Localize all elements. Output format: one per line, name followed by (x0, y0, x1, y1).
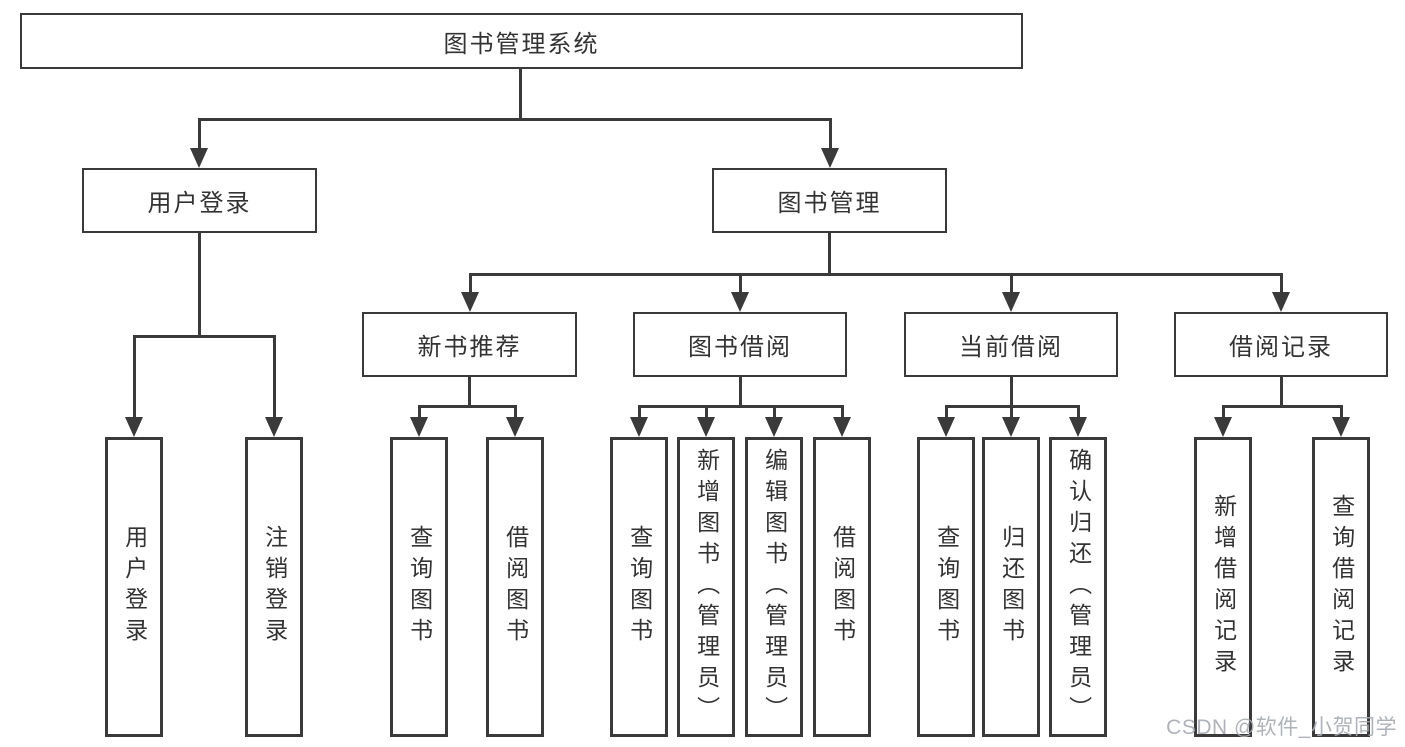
connector (198, 118, 201, 150)
connector (739, 273, 742, 293)
connector (133, 335, 276, 338)
leaf-query-borrow-record-label: 查询借阅记录 (1328, 494, 1355, 680)
node-borrow-records: 借阅记录 (1174, 312, 1388, 377)
connector (514, 405, 517, 419)
connector (638, 405, 843, 408)
arrowhead-down (410, 417, 428, 437)
connector (1280, 273, 1283, 293)
leaf-confirm-return-admin: 确认归还（管理员） (1049, 437, 1107, 737)
node-new-book-recommend: 新书推荐 (362, 312, 577, 377)
connector (1010, 273, 1013, 293)
connector (773, 405, 776, 419)
connector (828, 233, 831, 274)
node-book-management-label: 图书管理 (777, 190, 882, 217)
node-book-management: 图书管理 (712, 168, 947, 233)
arrowhead-down (506, 417, 524, 437)
arrowhead-down (937, 417, 955, 437)
connector (1222, 405, 1225, 419)
leaf-borrow-books-recommend: 借阅图书 (486, 437, 544, 737)
leaf-edit-books-admin-label: 编辑图书（管理员） (761, 447, 788, 727)
arrowhead-down (697, 417, 715, 437)
node-book-borrow: 图书借阅 (633, 312, 847, 377)
connector (198, 233, 201, 336)
connector (273, 335, 276, 417)
connector (519, 68, 522, 119)
leaf-query-books-recommend: 查询图书 (390, 437, 448, 737)
connector (1280, 377, 1283, 406)
arrowhead-down (1272, 292, 1290, 312)
leaf-query-books-borrow: 查询图书 (610, 437, 668, 737)
node-user-login-label: 用户登录 (147, 190, 252, 217)
connector (198, 118, 831, 121)
connector (469, 273, 472, 293)
leaf-confirm-return-admin-label: 确认归还（管理员） (1065, 447, 1092, 727)
arrowhead-down (833, 417, 851, 437)
connector (1222, 405, 1342, 408)
arrowhead-down (125, 417, 143, 437)
leaf-query-borrow-record: 查询借阅记录 (1312, 437, 1370, 737)
leaf-logout-login-label: 注销登录 (261, 525, 288, 649)
watermark: CSDN @软件_小贺同学 (1166, 716, 1397, 739)
connector (1340, 405, 1343, 419)
leaf-add-borrow-record: 新增借阅记录 (1194, 437, 1252, 737)
leaf-user-login-label: 用户登录 (121, 525, 148, 649)
leaf-logout-login: 注销登录 (245, 437, 303, 737)
connector (1010, 405, 1013, 419)
leaf-query-books-current: 查询图书 (917, 437, 975, 737)
arrowhead-down (1069, 417, 1087, 437)
arrowhead-down (731, 292, 749, 312)
leaf-add-borrow-record-label: 新增借阅记录 (1210, 494, 1237, 680)
arrowhead-down (1332, 417, 1350, 437)
node-root: 图书管理系统 (20, 13, 1023, 69)
leaf-borrow-books: 借阅图书 (813, 437, 871, 737)
node-root-label: 图书管理系统 (443, 30, 600, 58)
connector (418, 405, 516, 408)
node-new-book-recommend-label: 新书推荐 (417, 334, 522, 361)
connector (739, 377, 742, 406)
leaf-add-books-admin: 新增图书（管理员） (677, 437, 735, 737)
arrowhead-down (1002, 417, 1020, 437)
arrowhead-down (630, 417, 648, 437)
node-borrow-records-label: 借阅记录 (1229, 334, 1333, 361)
connector (638, 405, 641, 419)
connector (1077, 405, 1080, 419)
leaf-return-books-label: 归还图书 (998, 525, 1025, 649)
leaf-query-books-borrow-label: 查询图书 (626, 525, 653, 649)
arrowhead-down (1214, 417, 1232, 437)
node-current-borrow-label: 当前借阅 (959, 334, 1063, 361)
arrowhead-down (1002, 292, 1020, 312)
node-book-borrow-label: 图书借阅 (688, 334, 792, 361)
leaf-return-books: 归还图书 (982, 437, 1040, 737)
leaf-borrow-books-label: 借阅图书 (829, 525, 856, 649)
connector (469, 273, 1282, 276)
node-current-borrow: 当前借阅 (904, 312, 1118, 377)
leaf-edit-books-admin: 编辑图书（管理员） (745, 437, 803, 737)
leaf-query-books-current-label: 查询图书 (933, 525, 960, 649)
leaf-user-login: 用户登录 (105, 437, 163, 737)
connector (133, 335, 136, 417)
leaf-borrow-books-recommend-label: 借阅图书 (502, 525, 529, 649)
connector (418, 405, 421, 419)
leaf-query-books-recommend-label: 查询图书 (406, 525, 433, 649)
node-user-login: 用户登录 (82, 168, 317, 233)
connector (945, 405, 948, 419)
arrowhead-down (821, 148, 839, 168)
connector (1010, 377, 1013, 406)
connector (468, 377, 471, 406)
connector (829, 118, 832, 150)
arrowhead-down (265, 417, 283, 437)
arrowhead-down (190, 148, 208, 168)
leaf-add-books-admin-label: 新增图书（管理员） (693, 447, 720, 727)
arrowhead-down (765, 417, 783, 437)
connector (841, 405, 844, 419)
arrowhead-down (461, 292, 479, 312)
connector (705, 405, 708, 419)
